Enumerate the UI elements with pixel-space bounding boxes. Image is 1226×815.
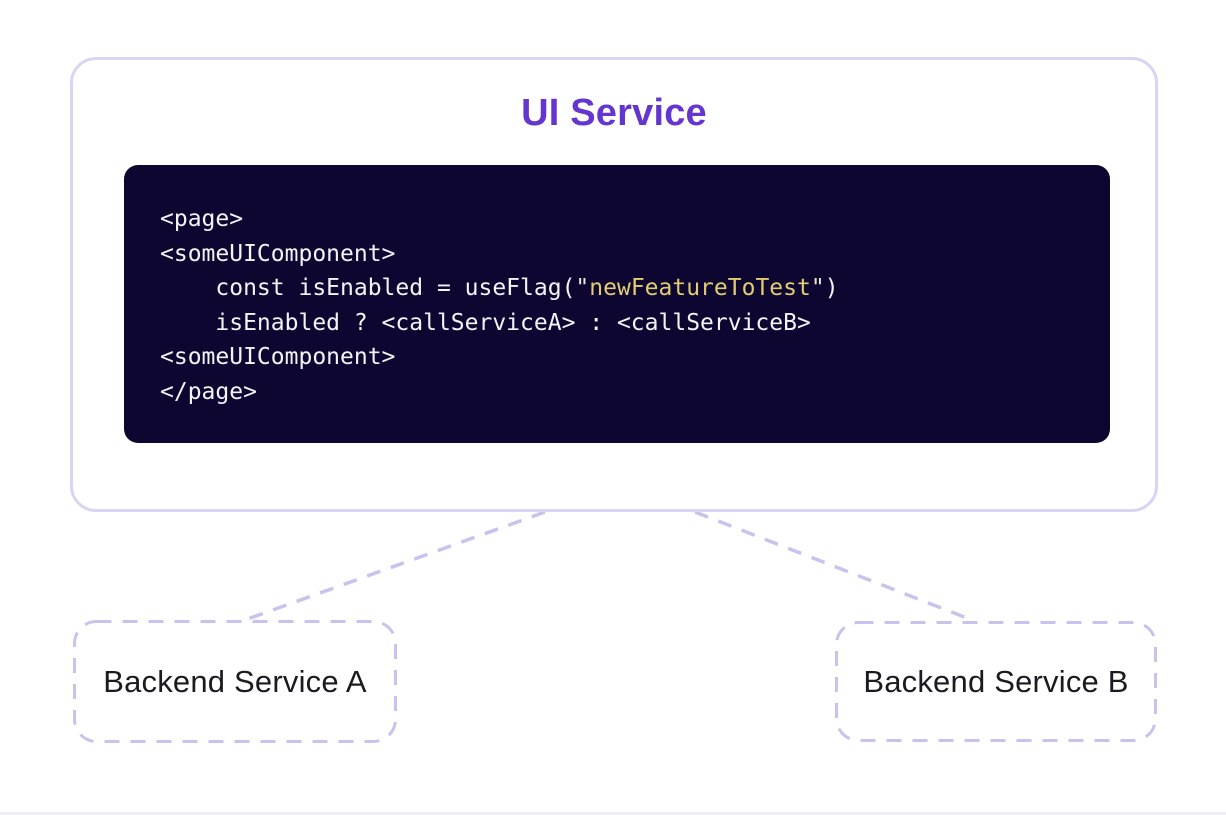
code-flag-name: newFeatureToTest — [589, 275, 811, 301]
bottom-edge-divider — [0, 812, 1226, 815]
code-open-quote: " — [575, 275, 590, 301]
code-line-useflag: const isEnabled = useFlag("newFeatureToT… — [160, 271, 1090, 306]
code-line-component-close: <someUIComponent> — [160, 344, 396, 370]
code-useflag-call: const isEnabled = useFlag( — [160, 275, 576, 301]
ui-service-box: UI Service <page> <someUIComponent> cons… — [70, 57, 1158, 512]
code-line-page-open: <page> — [160, 206, 244, 232]
code-snippet-block: <page> <someUIComponent> const isEnabled… — [124, 165, 1110, 443]
code-line-ternary: isEnabled ? <callServiceA> : <callServic… — [160, 309, 811, 336]
backend-service-a-label: Backend Service A — [103, 663, 367, 699]
code-line-page-close: </page> — [160, 378, 257, 405]
code-close-quote: " — [810, 275, 825, 301]
connector-line-to-service-b — [694, 510, 973, 622]
code-close-paren: ) — [824, 275, 839, 301]
code-line-component-open: <someUIComponent> — [160, 240, 396, 267]
connector-line-to-service-a — [244, 510, 546, 622]
ui-service-title: UI Service — [521, 92, 707, 134]
backend-service-b-label: Backend Service B — [863, 663, 1129, 699]
